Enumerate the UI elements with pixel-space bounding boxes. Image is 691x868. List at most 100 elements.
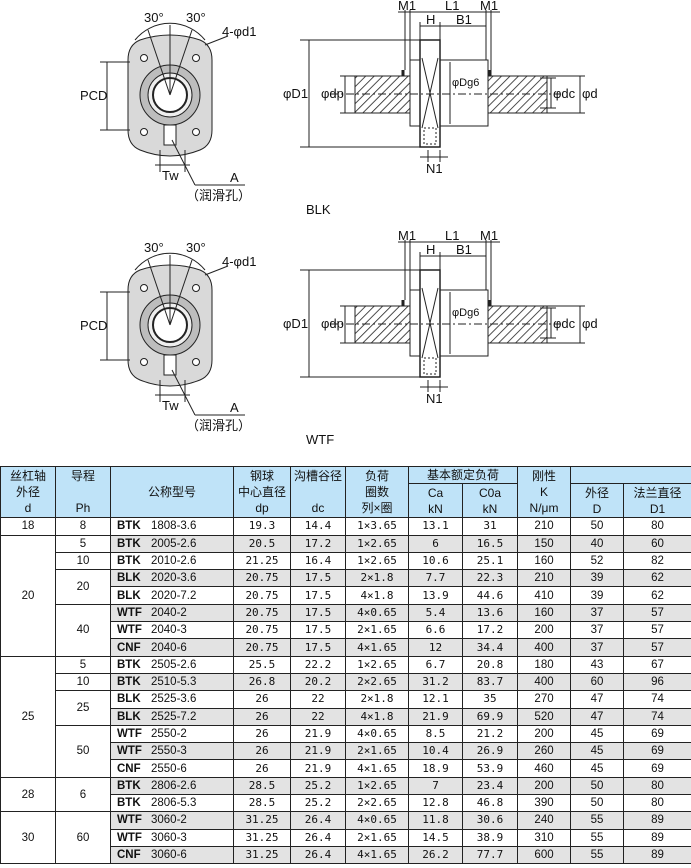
flange-dia-cell: 60 — [623, 534, 691, 553]
nut-od-cell: 45 — [570, 759, 625, 778]
ball-center-dia-cell: 21.25 — [233, 551, 291, 571]
model-number: 2550-2 — [151, 728, 187, 740]
header-circuits-text: 负荷 — [364, 469, 389, 484]
header-shaft-od-text: 外径 — [15, 485, 40, 500]
lead-cell: 50 — [55, 724, 111, 778]
m1-right-label: M1 — [480, 0, 498, 13]
c0a-cell: 13.6 — [461, 603, 519, 623]
header-c0a-text: C0a — [479, 485, 502, 500]
ball-center-dia-cell: 20.75 — [233, 586, 291, 605]
flange-dia-cell: 62 — [623, 569, 691, 588]
header-circuits: 负荷圈数列×圈 — [345, 465, 409, 519]
series-code: BTK — [117, 797, 141, 810]
rigidity-cell: 160 — [517, 551, 572, 571]
header-rigidity-text: N/μm — [529, 501, 559, 516]
nut-od-cell: 45 — [570, 742, 625, 761]
rigidity-cell: 310 — [517, 828, 572, 847]
ball-center-dia-cell: 26 — [233, 707, 291, 726]
root-dia-cell: 22 — [290, 707, 346, 726]
header-load-rating: 基本额定负荷 — [407, 465, 519, 485]
nut-od-cell: 39 — [570, 569, 625, 588]
nut-od-cell: 55 — [570, 828, 625, 847]
rigidity-cell: 260 — [517, 742, 572, 761]
nut-od-cell: 50 — [570, 794, 625, 813]
circuits-cell: 2×1.8 — [345, 690, 409, 709]
ball-center-dia-cell: 20.75 — [233, 569, 291, 588]
nut-od-cell: 50 — [570, 517, 625, 536]
rigidity-cell: 400 — [517, 638, 572, 657]
flange-dia-cell: 69 — [623, 724, 691, 744]
circuits-cell: 4×1.8 — [345, 586, 409, 605]
ball-center-dia-cell: 26.8 — [233, 672, 291, 692]
rigidity-cell: 210 — [517, 569, 572, 588]
m1-left-label: M1 — [398, 0, 416, 13]
series-code: BLK — [117, 710, 141, 723]
series-code: BTK — [117, 676, 141, 689]
series-code: WTF — [117, 814, 142, 827]
ball-center-dia-cell: 31.25 — [233, 828, 291, 847]
model-number: 2550-6 — [151, 762, 187, 775]
root-dia-cell: 17.5 — [290, 638, 346, 657]
series-code: WTF — [117, 728, 142, 740]
series-code: CNF — [117, 762, 141, 775]
series-code: BTK — [117, 520, 141, 533]
model-number: 2525-3.6 — [151, 693, 197, 706]
root-dia-cell: 14.4 — [290, 517, 346, 536]
header-shaft-od-text: d — [24, 501, 32, 516]
d-label: φd — [582, 316, 598, 331]
rigidity-cell: 390 — [517, 794, 572, 813]
header-ball-center-dia-text: 钢球 — [249, 469, 274, 484]
header-lead: 导程 Ph — [55, 465, 111, 519]
lead-cell: 25 — [55, 690, 111, 726]
b1-label: B1 — [456, 12, 472, 27]
header-ca-text: kN — [428, 501, 443, 516]
lead-cell: 60 — [55, 811, 111, 865]
rigidity-cell: 200 — [517, 621, 572, 640]
ca-cell: 13.9 — [408, 586, 463, 605]
ball-center-dia-cell: 31.25 — [233, 811, 291, 830]
ca-cell: 26.2 — [408, 845, 463, 865]
ball-center-dia-cell: 28.5 — [233, 794, 291, 813]
ball-center-dia-cell: 20.75 — [233, 621, 291, 640]
nut-od-cell: 45 — [570, 724, 625, 744]
rigidity-cell: 400 — [517, 672, 572, 692]
lead-cell: 8 — [55, 517, 111, 536]
ball-center-dia-cell: 19.3 — [233, 517, 291, 536]
front-view — [100, 22, 245, 186]
ca-cell: 31.2 — [408, 672, 463, 692]
rigidity-cell: 210 — [517, 517, 572, 536]
ca-cell: 6.6 — [408, 621, 463, 640]
c0a-cell: 26.9 — [461, 742, 519, 761]
header-root-dia-text: dc — [311, 501, 325, 516]
model-number: 2040-3 — [151, 624, 187, 637]
root-dia-cell: 20.2 — [290, 672, 346, 692]
flange-dia-cell: 57 — [623, 621, 691, 640]
nut-od-cell: 55 — [570, 811, 625, 830]
nut-od-cell: 39 — [570, 586, 625, 605]
circuits-cell: 4×0.65 — [345, 603, 409, 623]
ball-center-dia-cell: 26 — [233, 759, 291, 778]
root-dia-cell: 26.4 — [290, 811, 346, 830]
series-code: BLK — [117, 589, 141, 602]
series-code: BLK — [117, 572, 141, 585]
c0a-cell: 16.5 — [461, 534, 519, 553]
rigidity-cell: 520 — [517, 707, 572, 726]
circuits-cell: 1×2.65 — [345, 551, 409, 571]
circuits-cell: 1×3.65 — [345, 517, 409, 536]
ca-cell: 12 — [408, 638, 463, 657]
circuits-cell: 2×2.65 — [345, 794, 409, 813]
